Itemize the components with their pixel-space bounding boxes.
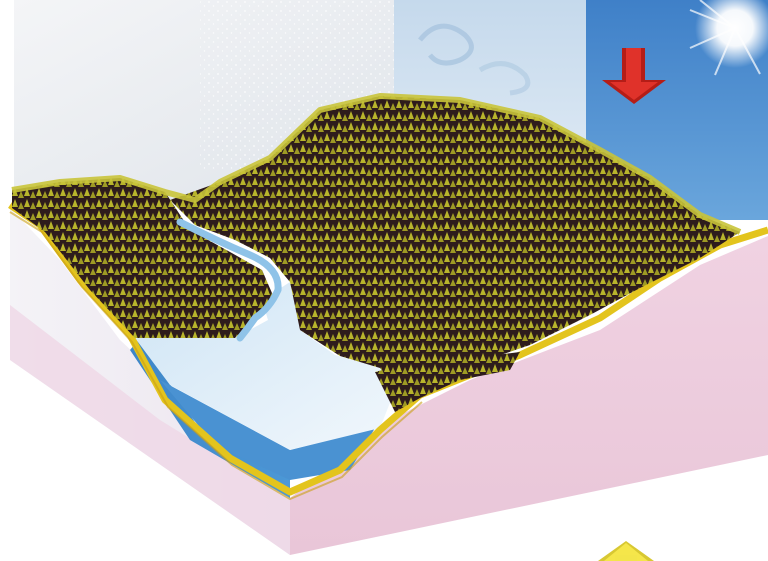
upward-yellow-arrow bbox=[598, 541, 654, 561]
